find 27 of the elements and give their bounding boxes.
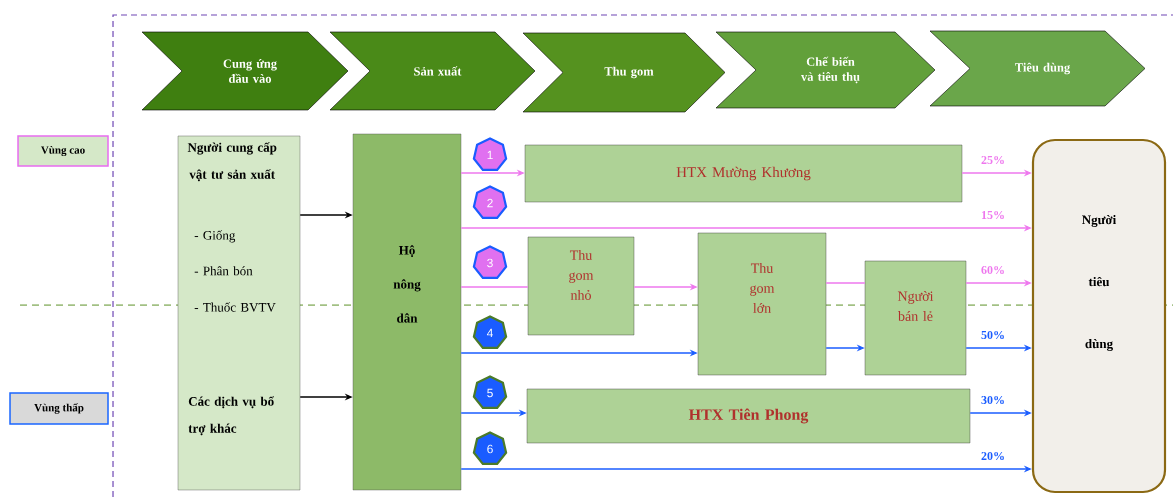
edge-label: 60%: [980, 264, 1006, 276]
number-badge: 1: [472, 137, 508, 171]
household-box: Hộ nông dân: [352, 133, 462, 491]
number-badge: 3: [472, 245, 508, 279]
process-step: Chế biến và tiêu thụ: [715, 31, 936, 109]
actor-box: Người bán lẻ: [864, 260, 967, 376]
consumer-box: Người tiêu dùng: [1031, 138, 1167, 494]
number-badge: 5: [472, 375, 508, 409]
actor-box: Thu gom nhỏ: [527, 236, 635, 336]
process-step: Sản xuất: [329, 31, 536, 111]
actor-box: HTX Tiên Phong: [526, 388, 971, 444]
process-step: Tiêu dùng: [929, 30, 1146, 107]
process-step: Cung ứng đầu vào: [141, 31, 349, 111]
edge-label: 20%: [980, 450, 1006, 462]
edge-label: 25%: [980, 154, 1006, 166]
process-step: Thu gom: [522, 32, 726, 113]
zone-label: Vùng cao: [17, 135, 109, 167]
number-badge: 4: [472, 315, 508, 349]
number-badge: 6: [472, 431, 508, 465]
edge-label: 50%: [980, 329, 1006, 341]
actor-box: HTX Mường Khương: [524, 144, 963, 203]
zone-label: Vùng thấp: [9, 392, 109, 425]
supplier-box: Người cung cấp vật tư sản xuất - Giống - Phân bón - Thuốc BVTV Các dịch vụ bổ trợ khác: [177, 135, 301, 491]
actor-box: Thu gom lớn: [697, 232, 827, 376]
edge-label: 15%: [980, 209, 1006, 221]
number-badge: 2: [472, 185, 508, 219]
edge-label: 30%: [980, 394, 1006, 406]
